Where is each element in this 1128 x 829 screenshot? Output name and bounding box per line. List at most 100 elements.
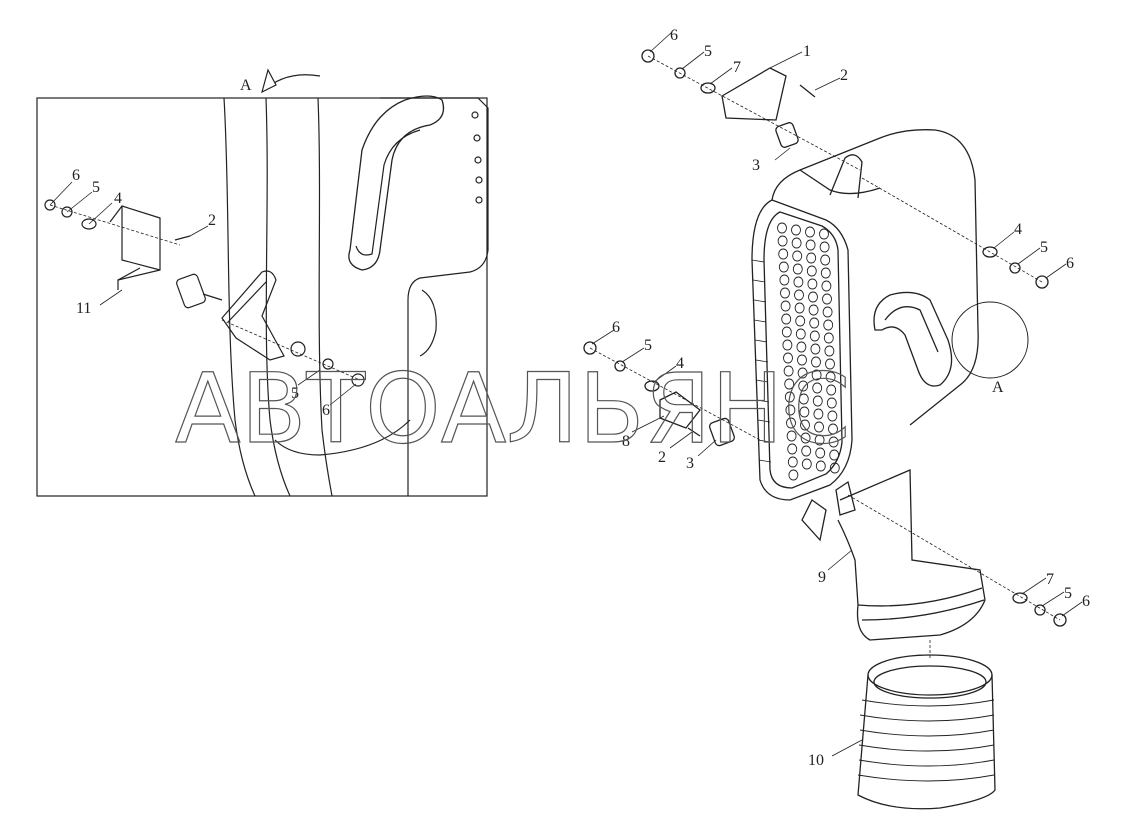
- screen-hole: [792, 263, 803, 275]
- screen-hole: [797, 367, 808, 379]
- screen-hole: [824, 345, 835, 357]
- screen-hole: [806, 265, 817, 277]
- screen-hole: [787, 456, 798, 468]
- screen-hole: [784, 378, 795, 390]
- screen-hole: [788, 469, 799, 481]
- screen-hole: [800, 419, 810, 431]
- callout-5: 5: [291, 385, 299, 402]
- screen-hole: [779, 274, 790, 286]
- screen-hole: [813, 408, 824, 420]
- screen-hole: [780, 300, 791, 312]
- callout-4: 4: [676, 355, 684, 372]
- screen-hole: [822, 293, 832, 305]
- screen-hole: [795, 315, 806, 327]
- screen-hole: [826, 397, 837, 409]
- view-letter-a: A: [240, 77, 252, 94]
- screen-hole: [815, 460, 826, 472]
- screen-hole: [810, 343, 821, 355]
- screen-hole: [829, 462, 840, 474]
- detail-view-a: [36, 68, 489, 497]
- screen-hole: [809, 317, 820, 329]
- screen-hole: [801, 445, 812, 457]
- screen-hole: [825, 358, 835, 370]
- callout-6: 6: [1066, 255, 1074, 272]
- screen-hole: [826, 384, 837, 396]
- screen-hole: [822, 306, 833, 318]
- screen-hole: [829, 449, 840, 461]
- screen-hole: [781, 313, 792, 325]
- screen-hole: [808, 291, 818, 303]
- callout-5: 5: [644, 337, 652, 354]
- screen-hole: [784, 391, 795, 403]
- screen-hole: [798, 393, 809, 405]
- screen-hole: [815, 447, 826, 459]
- callout-6: 6: [322, 402, 330, 419]
- screen-hole: [782, 339, 793, 351]
- screen-hole: [785, 404, 796, 416]
- screen-hole: [786, 417, 796, 429]
- callout-6: 6: [72, 167, 80, 184]
- screen-hole: [806, 252, 817, 264]
- detail-marker-a: A: [992, 379, 1004, 396]
- screen-hole: [794, 289, 804, 301]
- screen-hole: [808, 304, 819, 316]
- screen-hole: [787, 443, 798, 455]
- callout-10: 10: [808, 752, 824, 769]
- screen-hole: [823, 319, 834, 331]
- screen-hole: [805, 239, 816, 251]
- screen-hole: [783, 365, 794, 377]
- callout-6: 6: [670, 27, 678, 44]
- detail-frame: [36, 97, 488, 497]
- callout-5: 5: [1064, 585, 1072, 602]
- screen-hole: [780, 287, 790, 299]
- screen-hole: [809, 330, 820, 342]
- screen-hole: [783, 352, 793, 364]
- callout-5: 5: [92, 179, 100, 196]
- screen-hole: [819, 228, 829, 240]
- callout-4: 4: [1014, 221, 1022, 238]
- screen-hole: [812, 382, 823, 394]
- screen-hole: [781, 326, 792, 338]
- callout-7: 7: [733, 59, 741, 76]
- screen-hole: [828, 436, 839, 448]
- callout-9: 9: [818, 569, 826, 586]
- screen-hole: [796, 341, 807, 353]
- screen-hole: [805, 226, 815, 238]
- callout-6: 6: [1082, 593, 1090, 610]
- air-intake-assembly: [583, 31, 1083, 810]
- callout-11: 11: [76, 300, 91, 317]
- callout-5: 5: [704, 43, 712, 60]
- screen-hole: [778, 261, 789, 273]
- callout-8: 8: [622, 433, 630, 450]
- callout-5: 5: [1040, 239, 1048, 256]
- callout-2: 2: [658, 449, 666, 466]
- screen-hole: [777, 235, 788, 247]
- callout-1: 1: [803, 43, 811, 60]
- screen-hole: [823, 332, 834, 344]
- screen-hole: [800, 432, 811, 444]
- callout-2: 2: [208, 212, 216, 229]
- screen-hole: [814, 421, 824, 433]
- screen-hole: [814, 434, 825, 446]
- screen-hole: [811, 356, 821, 368]
- screen-hole: [819, 241, 830, 253]
- screen-holes: [777, 222, 840, 481]
- screen-hole: [821, 280, 832, 292]
- screen-hole: [792, 250, 803, 262]
- callout-6: 6: [612, 319, 620, 336]
- callout-3: 3: [752, 157, 760, 174]
- screen-hole: [801, 458, 812, 470]
- screen-hole: [791, 224, 801, 236]
- callout-2: 2: [840, 67, 848, 84]
- screen-hole: [812, 395, 823, 407]
- screen-hole: [795, 328, 806, 340]
- screen-hole: [820, 267, 831, 279]
- screen-hole: [794, 302, 805, 314]
- screen-hole: [799, 406, 810, 418]
- screen-hole: [820, 254, 831, 266]
- screen-hole: [807, 278, 818, 290]
- watermark-text: АВТОАЛЬЯНС: [175, 353, 850, 465]
- callout-7: 7: [1046, 571, 1054, 588]
